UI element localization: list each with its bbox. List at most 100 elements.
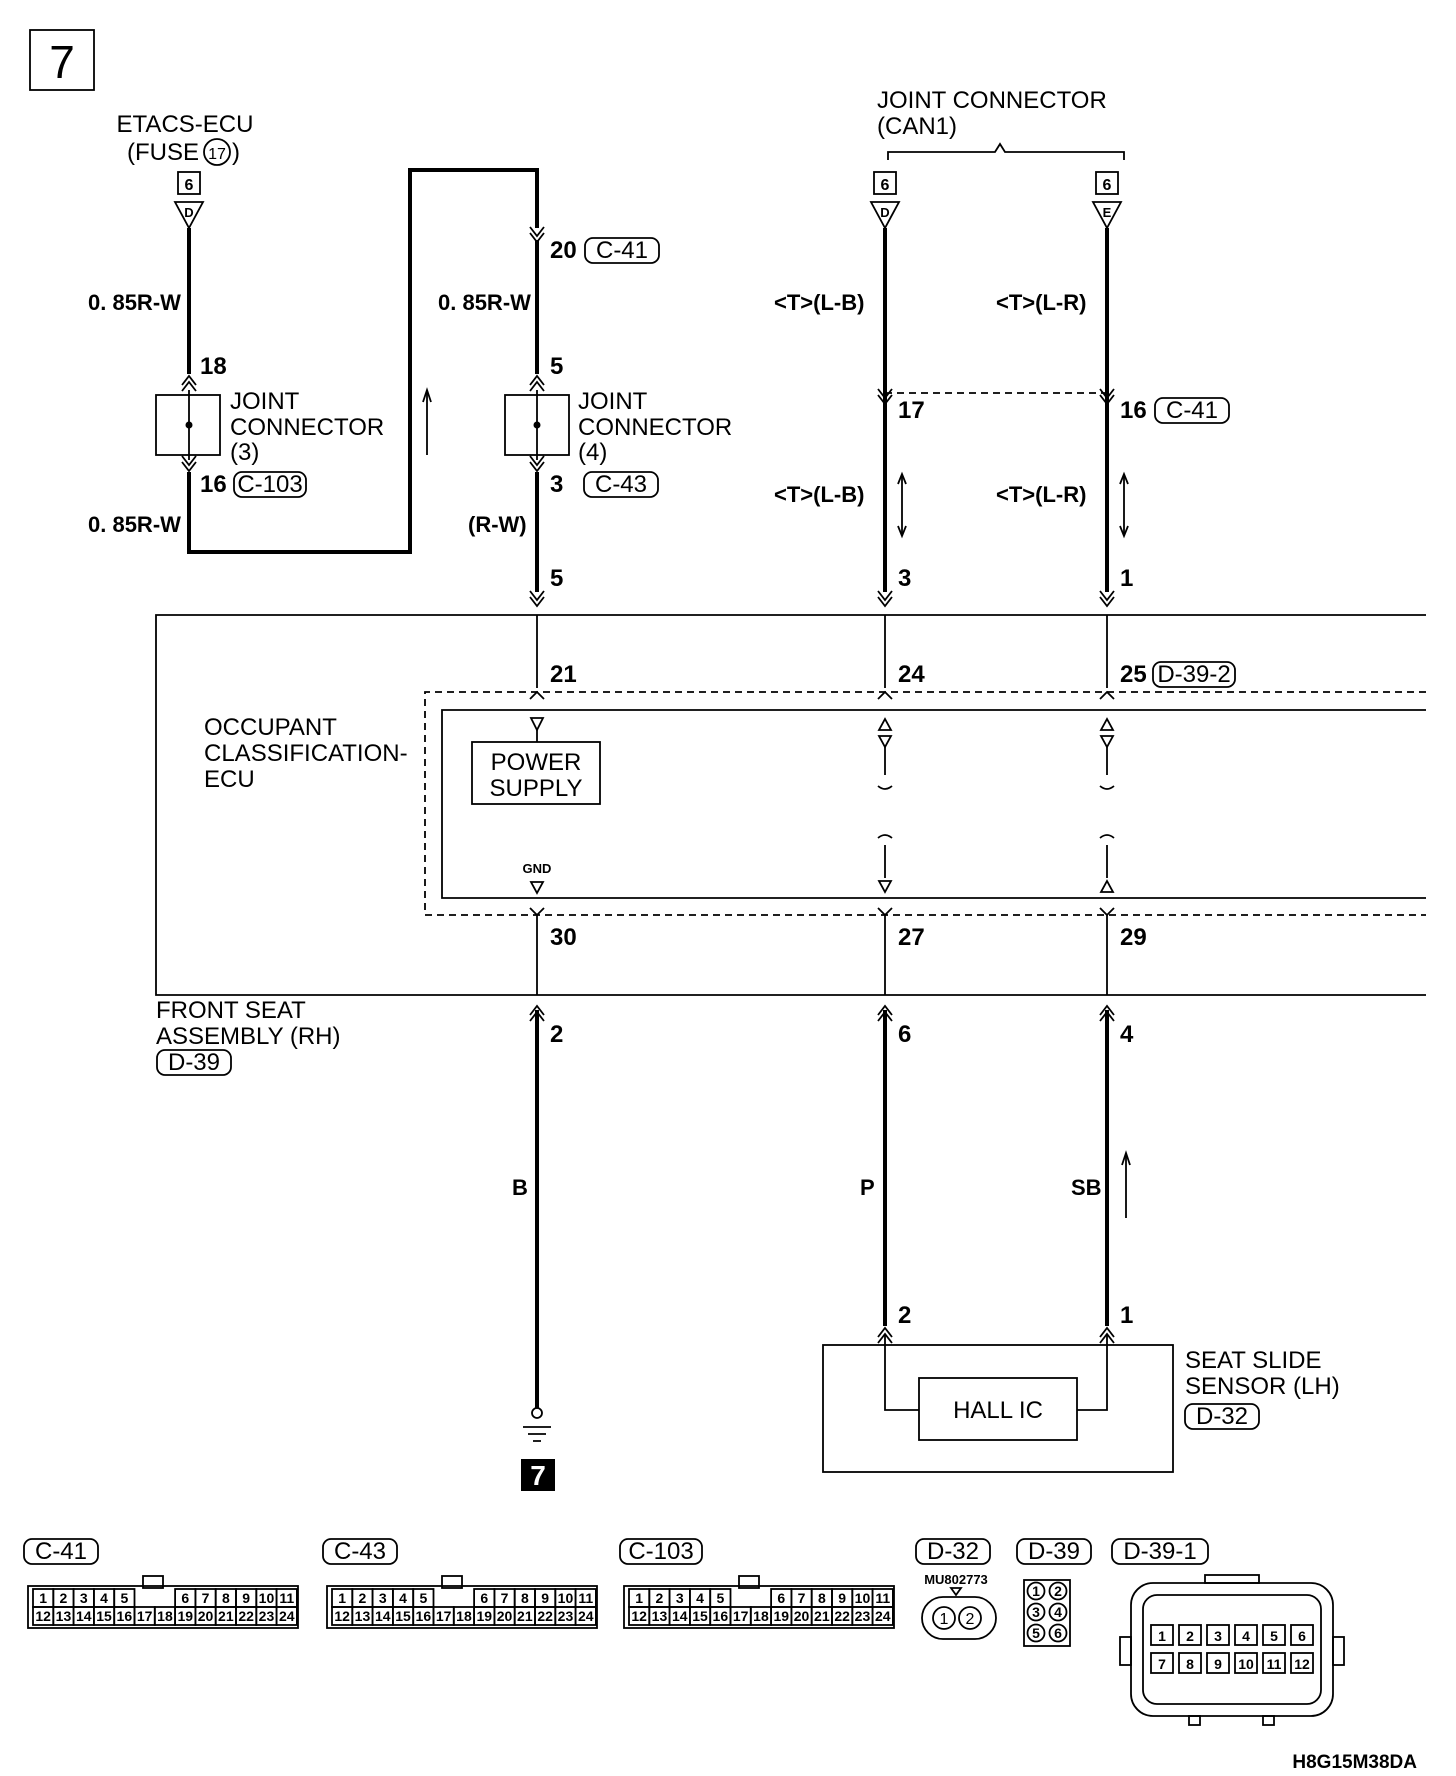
etacs-ref: 6 bbox=[185, 177, 194, 194]
ecu-pin-29: 29 bbox=[1120, 924, 1147, 951]
power-supply-label-1: POWER bbox=[491, 749, 582, 776]
wire-label-rw: (R-W) bbox=[468, 512, 527, 537]
fuse-number: 17 bbox=[208, 146, 226, 163]
d39-1-pin-12: 12 bbox=[1294, 1656, 1310, 1672]
jc4-top-connector-arrow bbox=[529, 375, 545, 392]
d39-pin-2: 2 bbox=[1054, 1583, 1062, 1599]
d32-face bbox=[921, 1596, 997, 1640]
c103-pin-23: 23 bbox=[855, 1608, 871, 1624]
jc4-label-1: JOINT bbox=[578, 388, 648, 415]
c43-pin-11: 11 bbox=[578, 1590, 593, 1606]
d32-pin-1-circle bbox=[932, 1606, 956, 1630]
c41-pin-9: 9 bbox=[242, 1590, 250, 1606]
c41-pin-4: 4 bbox=[100, 1590, 108, 1606]
gnd-triangle bbox=[529, 881, 545, 895]
c41-pin-22: 22 bbox=[238, 1608, 254, 1624]
d39-view-tag bbox=[1016, 1538, 1092, 1565]
c103-pin-10: 10 bbox=[855, 1590, 871, 1606]
c103-pin-18: 18 bbox=[753, 1608, 769, 1624]
hall-ic-label: HALL IC bbox=[953, 1397, 1043, 1424]
d39-tag bbox=[156, 1049, 232, 1076]
c41-pin-3: 3 bbox=[80, 1590, 88, 1606]
d32-pin-2-circle bbox=[958, 1606, 982, 1630]
jc3-pin-top: 18 bbox=[200, 353, 227, 380]
hall-ic-box bbox=[918, 1377, 1078, 1441]
c103-pin-15: 15 bbox=[692, 1608, 708, 1624]
c41-pin-16: 16 bbox=[117, 1608, 133, 1624]
d39-1-pin-6: 6 bbox=[1298, 1628, 1306, 1644]
etacs-fuse-prefix: (FUSE bbox=[127, 139, 199, 166]
seat-pin-4: 4 bbox=[1120, 1021, 1134, 1048]
c41-pin-24: 24 bbox=[279, 1608, 295, 1624]
ecu-pin-24: 24 bbox=[898, 661, 925, 688]
current-arrow-head bbox=[422, 387, 432, 403]
c103-pin-21: 21 bbox=[814, 1608, 830, 1624]
d39-1-pin-4: 4 bbox=[1242, 1628, 1250, 1644]
seat-pin-2: 2 bbox=[550, 1021, 563, 1048]
gnd-label: GND bbox=[523, 861, 552, 876]
d39-1-foot-right bbox=[1262, 1715, 1275, 1726]
jc3-top-connector-arrow bbox=[181, 375, 197, 392]
d39-1-latch-left bbox=[1119, 1636, 1132, 1666]
c43-connector-tag bbox=[583, 471, 659, 498]
d39-1-inner bbox=[1142, 1594, 1322, 1705]
ecu-pin-27: 27 bbox=[898, 924, 925, 951]
c41-pin-12: 12 bbox=[35, 1608, 51, 1624]
c41-pin-20: 20 bbox=[550, 237, 577, 264]
seat-pin5-arrow bbox=[529, 590, 545, 607]
jc4-label-2: CONNECTOR bbox=[578, 414, 732, 441]
c41-pin-16: 16 bbox=[1120, 397, 1147, 424]
d39-1-pin-5: 5 bbox=[1270, 1628, 1278, 1644]
d39-1-pin-10: 10 bbox=[1238, 1656, 1254, 1672]
c103-pin-20: 20 bbox=[794, 1608, 810, 1624]
ecu-term-29 bbox=[1099, 907, 1115, 916]
c103-pin-14: 14 bbox=[672, 1608, 688, 1624]
wire-label-085rw-2: 0. 85R-W bbox=[88, 512, 181, 537]
seat-pin-1: 1 bbox=[1120, 565, 1133, 592]
jc3-label-3: (3) bbox=[230, 439, 259, 466]
c43-pin-3: 3 bbox=[379, 1590, 387, 1606]
jc4-pin-bottom: 3 bbox=[550, 471, 563, 498]
c41-pin-13: 13 bbox=[56, 1608, 72, 1624]
ecu-pin-30: 30 bbox=[550, 924, 577, 951]
c41-view-tag bbox=[23, 1538, 99, 1565]
c41-pin-15: 15 bbox=[96, 1608, 112, 1624]
c41-tag-top bbox=[584, 237, 660, 264]
c43-pin-14: 14 bbox=[375, 1608, 391, 1624]
etacs-ref-box bbox=[177, 171, 201, 195]
d39-1-pin-7: 7 bbox=[1158, 1656, 1166, 1672]
jc3-label-1: JOINT bbox=[230, 388, 300, 415]
can-break-25b bbox=[1099, 834, 1115, 839]
sb-current-arrow-head bbox=[1121, 1150, 1131, 1166]
seat-slide-sensor-box bbox=[822, 1344, 1174, 1473]
seat-pin-6: 6 bbox=[898, 1021, 911, 1048]
c43-pin-6: 6 bbox=[480, 1590, 488, 1606]
page-number: 7 bbox=[49, 36, 75, 88]
c41-pin-17: 17 bbox=[137, 1608, 153, 1624]
d39-1-pin-3: 3 bbox=[1214, 1628, 1222, 1644]
c41-pin-2: 2 bbox=[60, 1590, 68, 1606]
can-internal-term-27 bbox=[877, 880, 893, 894]
ecu-pin-21: 21 bbox=[550, 661, 577, 688]
c41-tag-top-label: C-41 bbox=[596, 237, 648, 264]
d39-1-view-label: D-39-1 bbox=[1123, 1538, 1196, 1565]
seat-assembly-label-1: FRONT SEAT bbox=[156, 997, 306, 1024]
wire-label-lr-2: <T>(L-R) bbox=[996, 482, 1086, 507]
jc3-pin-bottom: 16 bbox=[200, 471, 227, 498]
wire-label-sb: SB bbox=[1071, 1175, 1102, 1200]
d39-1-outer bbox=[1130, 1582, 1334, 1717]
c103-pin-16: 16 bbox=[713, 1608, 729, 1624]
d32-part-number: MU802773 bbox=[924, 1572, 988, 1587]
c43-pin-2: 2 bbox=[359, 1590, 367, 1606]
c103-pin-1: 1 bbox=[635, 1590, 643, 1606]
d39-1-pin-11: 11 bbox=[1267, 1656, 1282, 1672]
c43-pin-1: 1 bbox=[338, 1590, 346, 1606]
d39-1-pin-9: 9 bbox=[1214, 1656, 1222, 1672]
c43-pin-8: 8 bbox=[521, 1590, 529, 1606]
c43-pin-19: 19 bbox=[476, 1608, 492, 1624]
c41-pin-20: 20 bbox=[198, 1608, 214, 1624]
c43-view-tag bbox=[322, 1538, 398, 1565]
page-number-box bbox=[29, 29, 95, 91]
c103-pin-22: 22 bbox=[834, 1608, 850, 1624]
c103-connector-tag bbox=[233, 471, 307, 498]
